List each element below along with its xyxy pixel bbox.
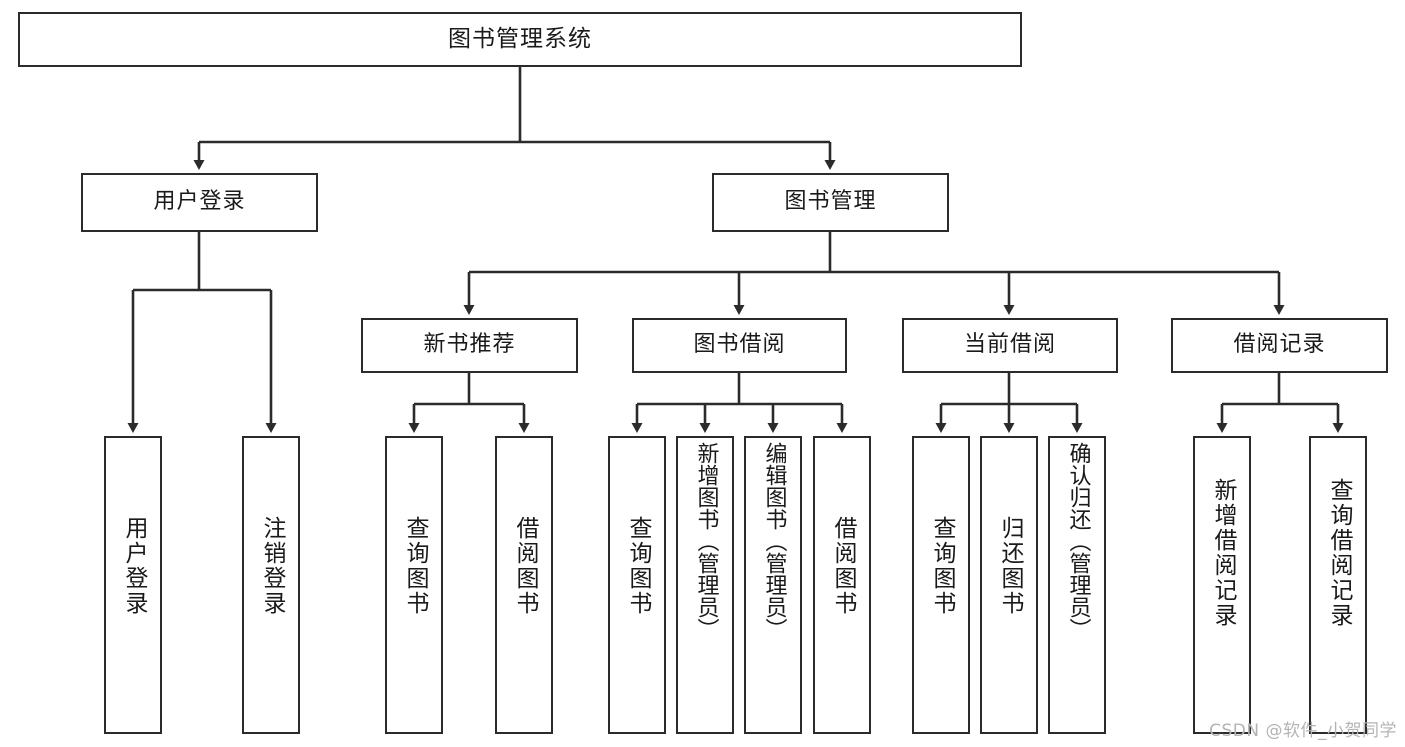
node-label: 当前借阅 xyxy=(963,332,1056,358)
leaf-user-login[interactable]: 用户登录 xyxy=(104,436,162,734)
node-label: 查询图书 xyxy=(928,516,955,616)
node-user-login[interactable]: 用户登录 xyxy=(81,173,318,232)
leaf-confirm-return-admin[interactable]: 确认归还（管理员） xyxy=(1048,436,1106,734)
node-label: 图书管理系统 xyxy=(448,25,592,52)
node-label: 借阅记录 xyxy=(1233,332,1326,358)
node-label: 查询图书 xyxy=(624,516,651,616)
leaf-add-book-admin[interactable]: 新增图书（管理员） xyxy=(676,436,734,734)
node-label: 图书管理 xyxy=(784,189,877,215)
node-label: 新增借阅记录 xyxy=(1209,478,1236,628)
leaf-borrow-book-recommend[interactable]: 借阅图书 xyxy=(495,436,553,734)
watermark: CSDN @软件_小贺同学 xyxy=(1209,721,1397,741)
node-label: 归还图书 xyxy=(996,516,1023,616)
node-label: 查询图书 xyxy=(401,516,428,616)
node-book-management[interactable]: 图书管理 xyxy=(712,173,949,232)
node-label: 确认归还（管理员） xyxy=(1065,442,1091,640)
node-new-book-recommend[interactable]: 新书推荐 xyxy=(361,318,578,373)
node-label: 借阅图书 xyxy=(829,516,856,616)
leaf-add-borrow-record[interactable]: 新增借阅记录 xyxy=(1193,436,1251,734)
leaf-query-book-recommend[interactable]: 查询图书 xyxy=(385,436,443,734)
leaf-query-book-borrow[interactable]: 查询图书 xyxy=(608,436,666,734)
node-root-book-management-system[interactable]: 图书管理系统 xyxy=(18,12,1022,67)
node-label: 新增图书（管理员） xyxy=(693,442,719,640)
leaf-edit-book-admin[interactable]: 编辑图书（管理员） xyxy=(744,436,802,734)
node-label: 注销登录 xyxy=(258,516,285,616)
node-label: 用户登录 xyxy=(153,189,246,215)
node-book-borrow[interactable]: 图书借阅 xyxy=(632,318,847,373)
leaf-logout[interactable]: 注销登录 xyxy=(242,436,300,734)
node-label: 借阅图书 xyxy=(511,516,538,616)
node-label: 编辑图书（管理员） xyxy=(761,442,787,640)
node-current-borrow[interactable]: 当前借阅 xyxy=(902,318,1118,373)
leaf-query-book-current[interactable]: 查询图书 xyxy=(912,436,970,734)
leaf-return-book[interactable]: 归还图书 xyxy=(980,436,1038,734)
leaf-borrow-book[interactable]: 借阅图书 xyxy=(813,436,871,734)
node-label: 查询借阅记录 xyxy=(1325,478,1352,628)
node-label: 图书借阅 xyxy=(693,332,786,358)
node-borrow-record[interactable]: 借阅记录 xyxy=(1171,318,1388,373)
leaf-query-borrow-record[interactable]: 查询借阅记录 xyxy=(1309,436,1367,734)
node-label: 用户登录 xyxy=(120,516,147,616)
node-label: 新书推荐 xyxy=(423,332,516,358)
